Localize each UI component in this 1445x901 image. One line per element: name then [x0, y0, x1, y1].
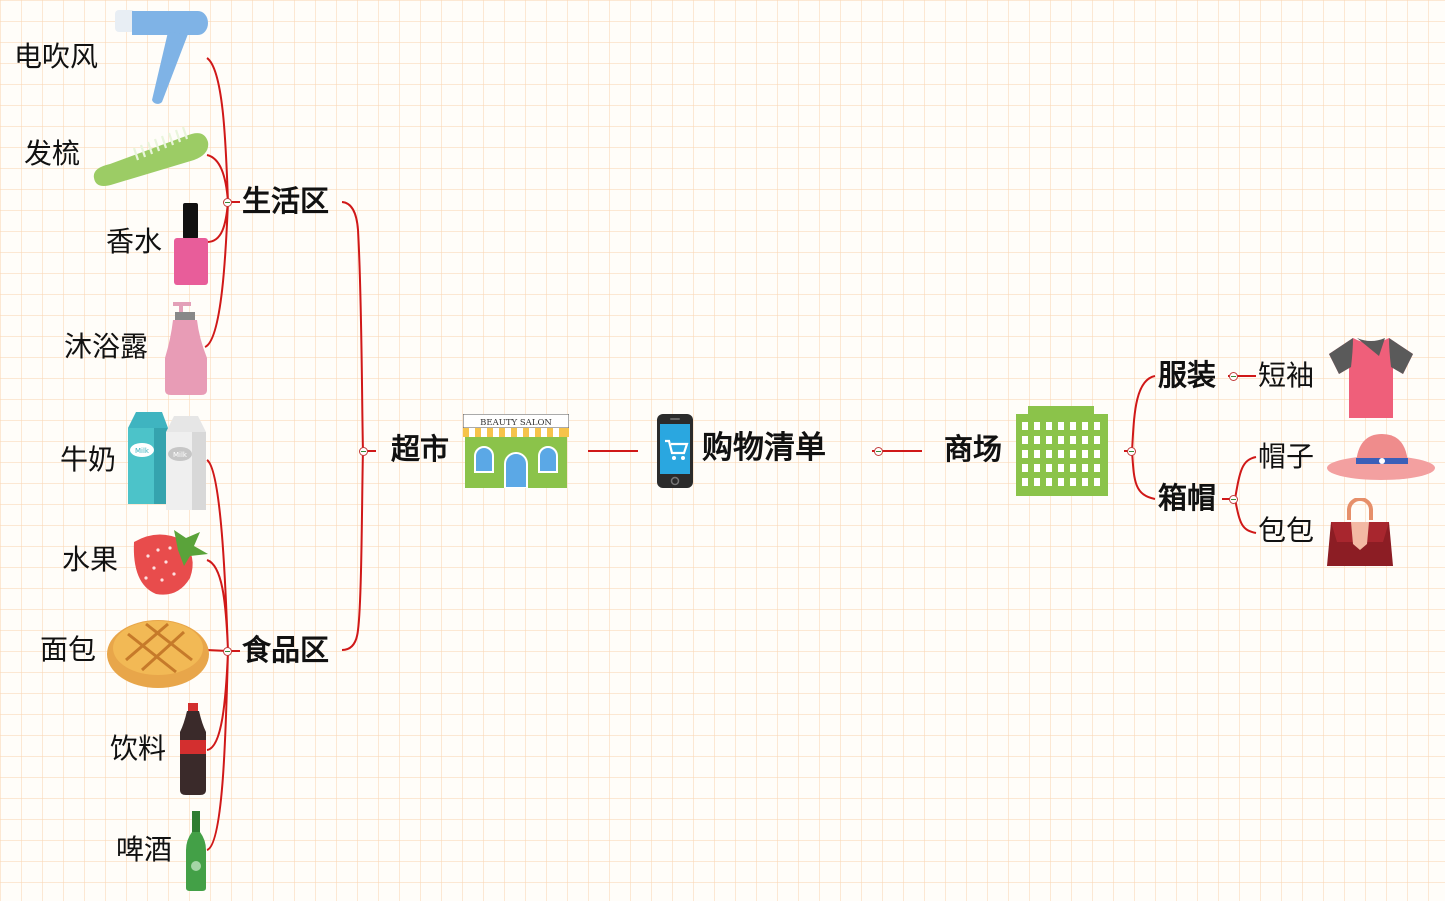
store-sign-text: BEAUTY SALON — [480, 418, 552, 428]
milk-icon: Milk Milk — [128, 412, 206, 510]
connector-supermarket-groups — [341, 201, 376, 651]
item-label-hat[interactable]: 帽子 — [1258, 440, 1315, 473]
connector-food-items — [206, 459, 240, 851]
connector-living-items — [204, 57, 240, 348]
center-topic-label[interactable]: 购物清单 — [702, 430, 826, 466]
connector-mall-groups — [1124, 375, 1156, 500]
hat-icon — [1327, 434, 1435, 480]
item-label-bread[interactable]: 面包 — [40, 633, 97, 666]
tshirt-icon — [1329, 338, 1413, 418]
group-label-living[interactable]: 生活区 — [242, 184, 330, 218]
item-label-shower-gel[interactable]: 沐浴露 — [64, 330, 149, 363]
collapse-knob-food[interactable] — [223, 647, 232, 656]
item-label-tshirt[interactable]: 短袖 — [1258, 359, 1315, 392]
collapse-knob-center[interactable] — [874, 447, 883, 456]
phone-cart-icon — [657, 414, 693, 488]
mall-building-icon — [1016, 406, 1108, 496]
collapse-knob-mall[interactable] — [1127, 447, 1136, 456]
item-label-milk[interactable]: 牛奶 — [60, 443, 117, 476]
hair-dryer-icon — [115, 10, 208, 104]
group-label-food[interactable]: 食品区 — [242, 633, 330, 667]
milk-carton-text-1: Milk — [135, 447, 150, 455]
collapse-knob-supermarket[interactable] — [359, 447, 368, 456]
item-label-drink[interactable]: 饮料 — [110, 732, 167, 765]
perfume-icon — [174, 203, 208, 285]
item-label-perfume[interactable]: 香水 — [106, 225, 163, 258]
collapse-knob-clothing[interactable] — [1229, 372, 1238, 381]
collapse-knob-bags[interactable] — [1229, 495, 1238, 504]
shower-gel-icon — [165, 302, 207, 395]
group-label-bags[interactable]: 箱帽 — [1158, 481, 1217, 515]
branch-label-mall[interactable]: 商场 — [944, 432, 1003, 466]
branch-label-supermarket[interactable]: 超市 — [391, 432, 450, 466]
item-label-fruit[interactable]: 水果 — [62, 543, 119, 576]
store-icon: BEAUTY SALON — [463, 414, 569, 488]
cola-icon — [180, 703, 206, 795]
bread-icon — [107, 620, 209, 688]
item-label-beer[interactable]: 啤酒 — [116, 833, 173, 866]
group-label-clothing[interactable]: 服装 — [1158, 358, 1217, 392]
beer-icon — [186, 811, 206, 891]
item-label-comb[interactable]: 发梳 — [24, 137, 81, 170]
collapse-knob-living[interactable] — [223, 198, 232, 207]
strawberry-icon — [133, 530, 208, 595]
item-label-hair-dryer[interactable]: 电吹风 — [14, 40, 99, 73]
handbag-icon — [1327, 498, 1393, 566]
milk-carton-text-2: Milk — [173, 451, 188, 459]
connector-bags-items — [1222, 456, 1257, 534]
item-label-handbag[interactable]: 包包 — [1258, 514, 1315, 547]
comb-icon — [93, 126, 209, 186]
